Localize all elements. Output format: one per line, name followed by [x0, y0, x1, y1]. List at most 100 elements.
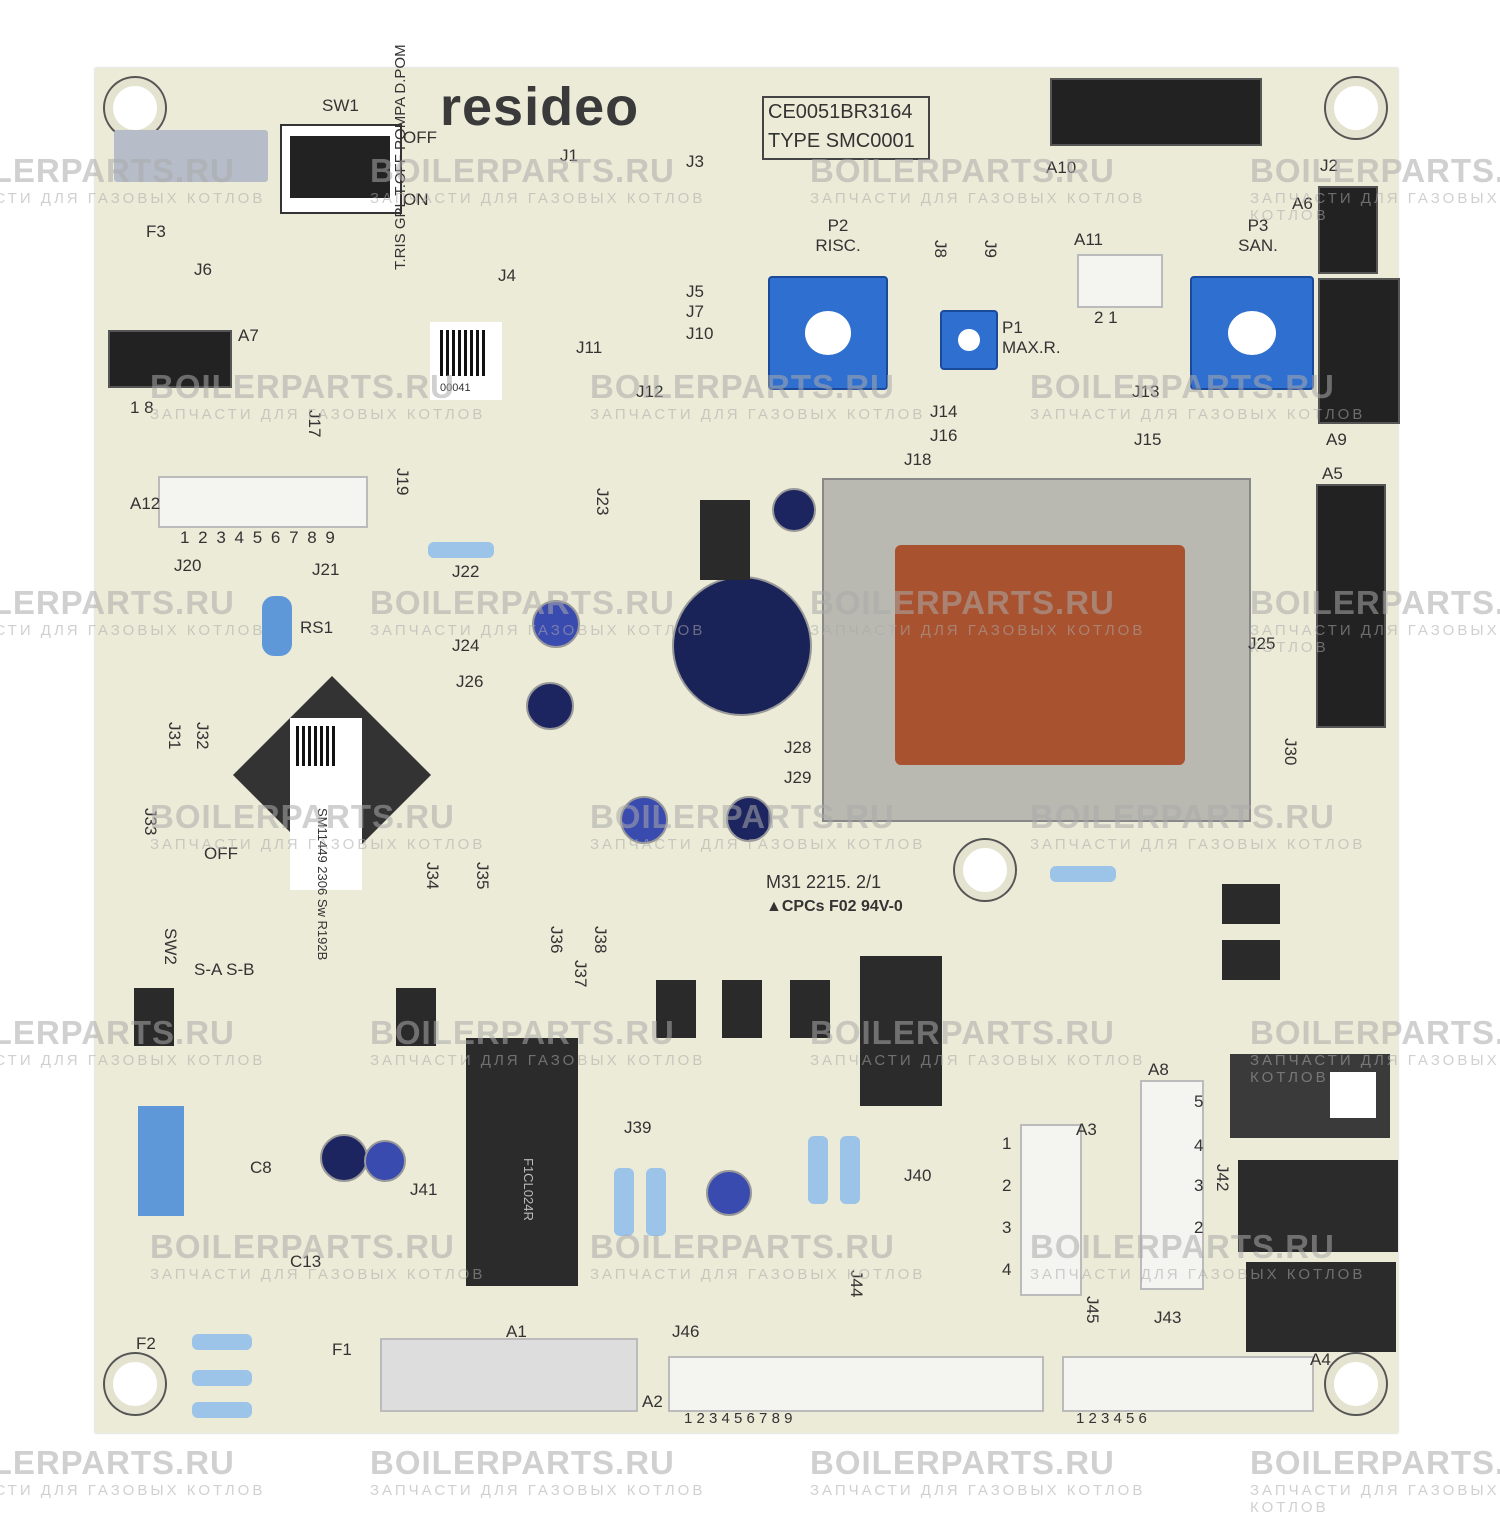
silkscreen-label: 2 [1194, 1218, 1204, 1237]
thermistor-rs1 [262, 596, 292, 656]
connector-a5[interactable] [1316, 484, 1386, 728]
silkscreen-label: C8 [250, 1158, 272, 1177]
silkscreen-label: ЗАПЧАСТИ ДЛЯ ГАЗОВЫХ КОТЛОВ [0, 1482, 266, 1499]
silkscreen-label: J11 [576, 338, 603, 357]
resistor [840, 1136, 860, 1204]
connector-a4[interactable] [1062, 1356, 1314, 1412]
silkscreen-label: J28 [784, 738, 812, 757]
mounting-hole [1326, 1354, 1386, 1414]
silkscreen-label: J22 [452, 562, 480, 581]
silkscreen-label: J7 [686, 302, 704, 321]
silkscreen-label: J16 [930, 426, 958, 445]
dip-switch-sw1[interactable] [280, 124, 402, 214]
optocoupler [134, 988, 174, 1046]
connector-a11[interactable] [1077, 254, 1163, 308]
potentiometer-p1[interactable] [940, 310, 998, 370]
connector-a1[interactable] [380, 1338, 638, 1412]
silkscreen-label: F1CL024R [521, 1158, 536, 1221]
fuse-holder [114, 130, 268, 182]
silkscreen-label: SW2 [161, 928, 180, 965]
capacitor [320, 1134, 368, 1182]
silkscreen-label: P3 SAN. [1238, 216, 1278, 255]
resistor [192, 1334, 252, 1350]
potentiometer-p2[interactable] [768, 276, 888, 390]
silkscreen-label: A9 [1326, 430, 1347, 449]
optocoupler [722, 980, 762, 1038]
silkscreen-label: J37 [571, 960, 590, 988]
capacitor [532, 600, 580, 648]
silkscreen-label: 00041 [440, 382, 471, 394]
silkscreen-label: J26 [456, 672, 484, 691]
resistor [192, 1370, 252, 1386]
warning-triangle-icon [1330, 1072, 1376, 1118]
silkscreen-label: J6 [194, 260, 212, 279]
silkscreen-label: 4 [1194, 1136, 1204, 1155]
resistor [1050, 866, 1116, 882]
silkscreen-label: J13 [1132, 382, 1160, 401]
capacitor [772, 488, 816, 532]
silkscreen-label: A3 [1076, 1120, 1097, 1139]
relay [860, 956, 942, 1106]
silkscreen-label: 2 1 [1094, 308, 1118, 327]
silkscreen-label: J35 [473, 862, 492, 890]
silkscreen-label: J8 [931, 240, 950, 258]
silkscreen-label: P1 MAX.R. [1002, 318, 1061, 357]
silkscreen-label: J36 [547, 926, 566, 954]
relay [1238, 1160, 1398, 1252]
silkscreen-label: A7 [238, 326, 259, 345]
pcb-marking: ▲CPCs F02 94V-0 [766, 898, 903, 915]
silkscreen-label: J30 [1281, 738, 1300, 766]
silkscreen-label: BOILERPARTS.RU [810, 1444, 1115, 1481]
mounting-hole [105, 78, 165, 138]
connector-a9[interactable] [1318, 278, 1400, 424]
silkscreen-label: A4 [1310, 1350, 1331, 1369]
silkscreen-label: A12 [130, 494, 161, 513]
mounting-hole [955, 840, 1015, 900]
capacitor [364, 1140, 406, 1182]
silkscreen-label: J17 [305, 410, 324, 438]
certification-box: CE0051BR3164 TYPE SMC0001 [762, 96, 930, 160]
silkscreen-label: J33 [141, 808, 160, 836]
capacitor [706, 1170, 752, 1216]
silkscreen-label: 1 8 [130, 398, 154, 417]
label-sw1-options: T.RIS GPL T.OFF POMPA D.POM [392, 44, 409, 270]
silkscreen-label: 1 2 3 4 5 6 7 8 9 [684, 1410, 793, 1427]
voltage-regulator [700, 500, 750, 580]
silkscreen-label: A5 [1322, 464, 1343, 483]
relay [1230, 1054, 1390, 1138]
connector-a6[interactable] [1318, 186, 1378, 274]
silkscreen-label: J3 [686, 152, 704, 171]
silkscreen-label: J12 [636, 382, 664, 401]
ce-mark: CE0051BR3164 [768, 101, 913, 123]
connector-a8[interactable] [1140, 1080, 1204, 1290]
connector-a12[interactable] [158, 476, 368, 528]
silkscreen-label: J14 [930, 402, 958, 421]
silkscreen-label: J45 [1083, 1296, 1102, 1324]
silkscreen-label: J21 [312, 560, 340, 579]
silkscreen-label: ЗАПЧАСТИ ДЛЯ ГАЗОВЫХ КОТЛОВ [370, 1482, 706, 1499]
potentiometer-p3[interactable] [1190, 276, 1314, 390]
silkscreen-label: 3 [1002, 1218, 1012, 1237]
silkscreen-label: J18 [904, 450, 932, 469]
mounting-hole [1326, 78, 1386, 138]
transformer-core [895, 545, 1185, 765]
connector-a7[interactable] [108, 330, 232, 388]
silkscreen-label: J40 [904, 1166, 932, 1185]
resistor [808, 1136, 828, 1204]
silkscreen-label: J41 [410, 1180, 438, 1199]
silkscreen-label: S-A S-B [194, 960, 255, 979]
relay-main: F1CL024R [466, 1038, 578, 1286]
silkscreen-label: J1 [560, 146, 578, 165]
silkscreen-label: J32 [193, 722, 212, 750]
connector-a2[interactable] [668, 1356, 1044, 1412]
connector-a10[interactable] [1050, 78, 1262, 146]
label-on: ON [403, 190, 429, 209]
silkscreen-label: A2 [642, 1392, 663, 1411]
silkscreen-label: A11 [1074, 230, 1103, 249]
silkscreen-label: J46 [672, 1322, 700, 1341]
silkscreen-label: 2 [1002, 1176, 1012, 1195]
connector-a3[interactable] [1020, 1124, 1082, 1296]
silkscreen-label: J29 [784, 768, 812, 787]
